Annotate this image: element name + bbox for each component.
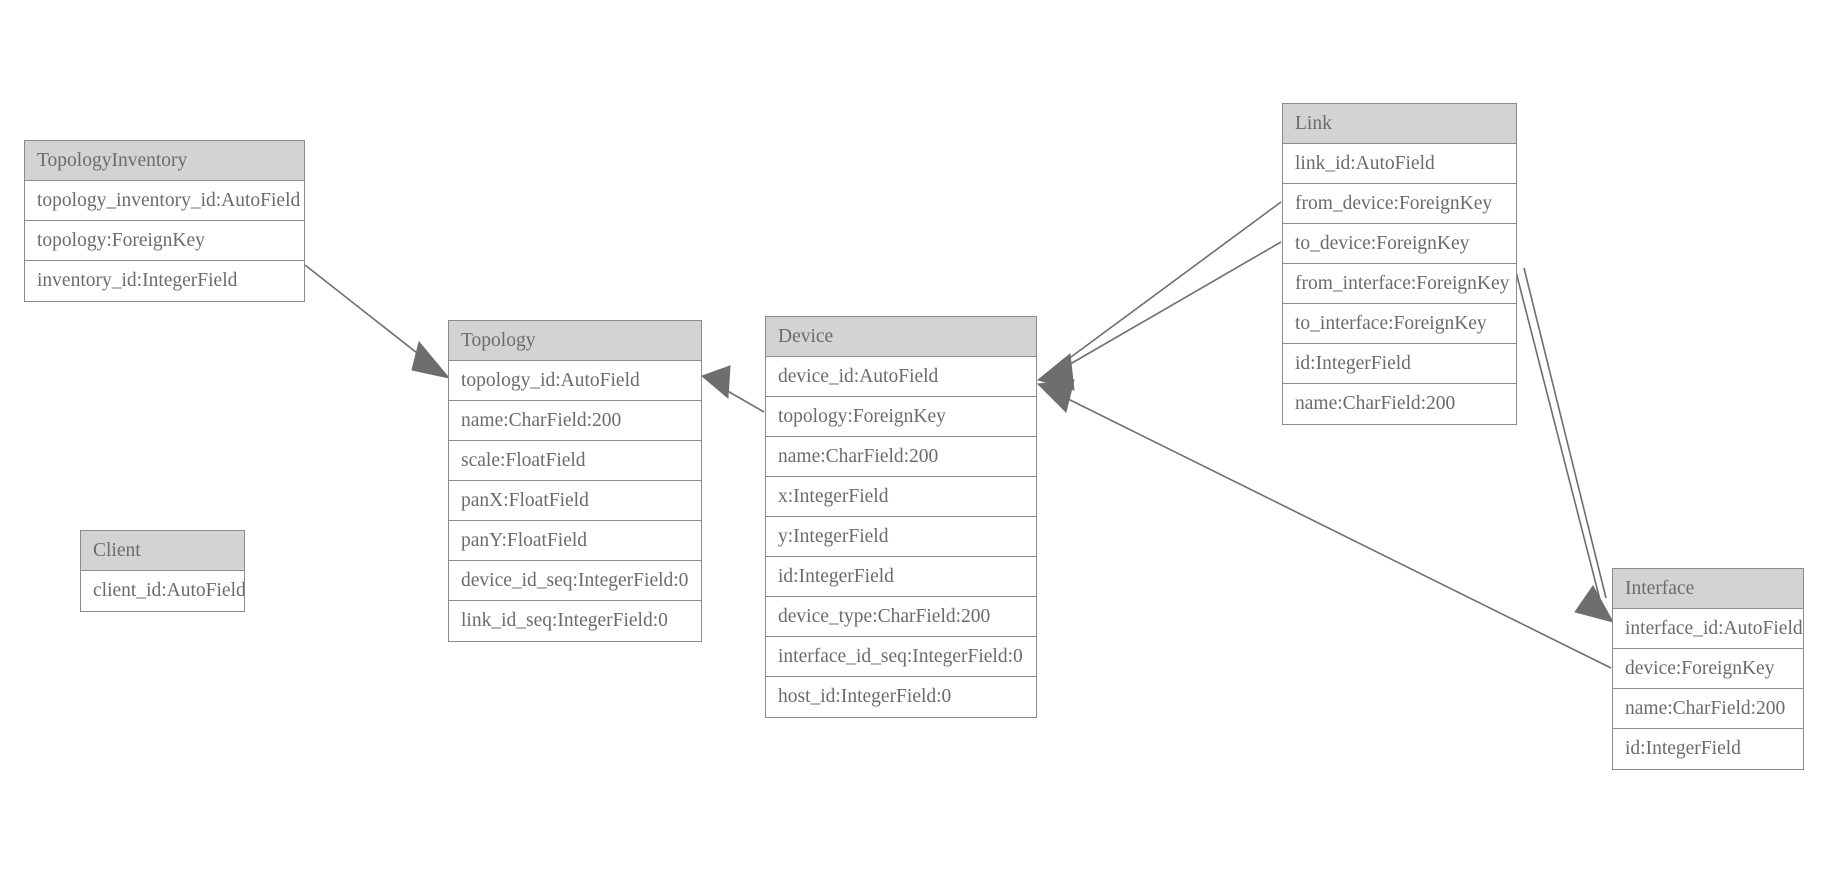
model-title-link: Link (1283, 104, 1516, 144)
model-title-device: Device (766, 317, 1036, 357)
model-field: name:CharField:200 (766, 437, 1036, 477)
model-box-client[interactable]: Client client_id:AutoField (80, 530, 245, 612)
model-field: device_type:CharField:200 (766, 597, 1036, 637)
relation-link-tointerface-interface (1523, 267, 1615, 623)
model-box-interface[interactable]: Interface interface_id:AutoField device:… (1612, 568, 1804, 770)
model-field: x:IntegerField (766, 477, 1036, 517)
model-field: topology:ForeignKey (766, 397, 1036, 437)
model-field: interface_id_seq:IntegerField:0 (766, 637, 1036, 677)
model-field: panY:FloatField (449, 521, 701, 561)
model-title-topologyinventory: TopologyInventory (25, 141, 304, 181)
model-field: interface_id:AutoField (1613, 609, 1803, 649)
relation-topologyinventory-topology (304, 264, 451, 379)
model-field: id:IntegerField (766, 557, 1036, 597)
model-field: inventory_id:IntegerField (25, 261, 304, 301)
model-field: scale:FloatField (449, 441, 701, 481)
model-field: name:CharField:200 (1613, 689, 1803, 729)
model-field: client_id:AutoField (81, 571, 244, 611)
model-field: to_interface:ForeignKey (1283, 304, 1516, 344)
model-box-device[interactable]: Device device_id:AutoField topology:Fore… (765, 316, 1037, 718)
model-field: topology:ForeignKey (25, 221, 304, 261)
model-field: from_device:ForeignKey (1283, 184, 1516, 224)
model-field: topology_inventory_id:AutoField (25, 181, 304, 221)
model-field: name:CharField:200 (449, 401, 701, 441)
model-field: id:IntegerField (1613, 729, 1803, 769)
model-title-interface: Interface (1613, 569, 1803, 609)
model-box-topology[interactable]: Topology topology_id:AutoField name:Char… (448, 320, 702, 642)
model-field: device_id_seq:IntegerField:0 (449, 561, 701, 601)
model-title-topology: Topology (449, 321, 701, 361)
model-box-topologyinventory[interactable]: TopologyInventory topology_inventory_id:… (24, 140, 305, 302)
model-field: from_interface:ForeignKey (1283, 264, 1516, 304)
model-field: to_device:ForeignKey (1283, 224, 1516, 264)
model-box-link[interactable]: Link link_id:AutoField from_device:Forei… (1282, 103, 1517, 425)
model-field: device:ForeignKey (1613, 649, 1803, 689)
model-field: y:IntegerField (766, 517, 1036, 557)
relation-link-todevice-device (1036, 241, 1282, 391)
model-field: panX:FloatField (449, 481, 701, 521)
model-field: link_id:AutoField (1283, 144, 1516, 184)
model-field: host_id:IntegerField:0 (766, 677, 1036, 717)
relation-link-frominterface-interface (1515, 271, 1601, 601)
model-field: name:CharField:200 (1283, 384, 1516, 424)
model-title-client: Client (81, 531, 244, 571)
model-field: link_id_seq:IntegerField:0 (449, 601, 701, 641)
model-field: topology_id:AutoField (449, 361, 701, 401)
relation-link-fromdevice-device (1051, 201, 1282, 372)
model-field: device_id:AutoField (766, 357, 1036, 397)
relation-device-topology (701, 365, 765, 413)
model-field: id:IntegerField (1283, 344, 1516, 384)
